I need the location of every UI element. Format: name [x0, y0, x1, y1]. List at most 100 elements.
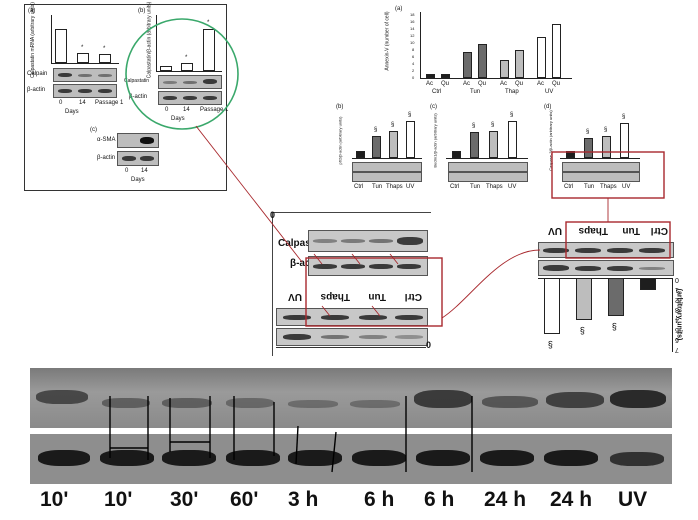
marker-c-bar-2	[489, 131, 498, 158]
blot-band	[482, 396, 538, 408]
annexin-ytick-1: 2	[412, 68, 415, 73]
blot-band	[369, 264, 393, 269]
blot-band	[140, 156, 154, 161]
panel-b-yaxis	[156, 15, 157, 71]
zoom-center-blot-bactin	[308, 256, 428, 276]
blot-band	[639, 267, 665, 270]
red-box-zoom-right	[565, 221, 671, 259]
zoom-right-bar-tun	[608, 278, 624, 316]
marker-c-xtick-0: Ctrl	[450, 184, 460, 190]
blot-band	[607, 266, 633, 271]
marker-b-mark-1: §	[374, 127, 378, 133]
blot-band	[395, 315, 423, 320]
zoom-right-blot-2	[538, 260, 674, 276]
annexin-ytick-4: 8	[412, 47, 415, 52]
marker-d-label: (d)	[544, 104, 552, 110]
blot-band	[163, 96, 177, 100]
marker-c-mark-2: §	[491, 122, 495, 128]
blot-band	[575, 266, 601, 271]
marker-b-label: (b)	[336, 104, 344, 110]
marker-c-blot-2	[448, 172, 528, 182]
row-label-calpastatin: Calpastatin	[124, 78, 150, 84]
annexin-ytick-5: 10	[410, 40, 415, 45]
panel-b-bar-2	[203, 29, 215, 71]
blot-band	[162, 450, 216, 466]
green-highlight-circle	[125, 18, 239, 130]
panel-annexin: (a) Annexin-V (number of cell) 0 2 4 6 8…	[380, 4, 580, 96]
time-label-3: 60'	[230, 488, 259, 511]
panel-b-xtick-2: Passage 1	[200, 107, 229, 113]
blot-band	[226, 450, 280, 466]
row-label-bactin: β-actin	[27, 87, 46, 93]
zoom-right-yaxis	[672, 278, 673, 352]
zoom-center-bottom-tick: 0	[426, 340, 432, 350]
blot-band	[288, 450, 342, 466]
annexin-ytick-3: 6	[412, 54, 415, 59]
row-label-calpain: Calpain	[27, 71, 48, 77]
marker-b-mark-3: §	[408, 112, 412, 118]
blot-band	[359, 315, 387, 320]
time-label-1: 10'	[104, 488, 133, 511]
blot-band	[38, 450, 90, 466]
zoom-right: Ctrl Tun Thaps UV § § § 0 1 2 3 4 5 6 7 …	[538, 216, 688, 361]
annexin-barlabel-0: Ac	[426, 81, 434, 87]
time-label-4: 3 h	[288, 488, 319, 511]
annexin-group-uv: UV	[545, 89, 554, 95]
blot-band	[183, 81, 197, 84]
blot-band	[610, 452, 664, 466]
annexin-ytick-7: 14	[410, 26, 415, 31]
annexin-barlabel-4: Ac	[500, 81, 508, 87]
lane-line	[331, 431, 337, 473]
blot-band	[288, 400, 338, 408]
zoom-right-bar-uv	[544, 278, 560, 334]
marker-d-xtick-2: Thaps	[600, 184, 617, 190]
blot-band	[639, 248, 665, 253]
row-label-bactin-b: β-actin	[129, 94, 148, 100]
blot-band	[78, 74, 92, 77]
marker-d-mark-1: §	[586, 129, 590, 135]
blot-band	[544, 450, 598, 466]
annexin-bar-thap-ac	[500, 60, 509, 78]
blot-band	[397, 264, 421, 269]
marker-c-mark-3: §	[510, 112, 514, 118]
zoom-center-blot-lower1	[276, 308, 428, 326]
panel-b-blot-calpastatin	[158, 75, 222, 89]
marker-c-label: (c)	[430, 104, 437, 110]
blot-band	[416, 450, 470, 466]
annexin-bar-thap-qu	[515, 50, 524, 78]
annexin-bar-uv-qu	[552, 24, 561, 78]
marker-c-blot-1	[448, 162, 528, 172]
marker-d-bar-2	[602, 136, 611, 158]
panel-c-xdays: Days	[131, 177, 145, 183]
blot-band	[162, 398, 212, 408]
panel-c-blot-bactin	[117, 151, 159, 166]
marker-d-mark-3: §	[622, 114, 626, 120]
blot-band	[283, 315, 311, 320]
time-label-2: 30'	[170, 488, 199, 511]
blot-band	[543, 265, 569, 271]
blot-band	[397, 237, 423, 245]
panel-b-blot-bactin	[158, 91, 222, 105]
arrow-zoom-right-to-center	[441, 249, 541, 319]
blot-band	[313, 264, 337, 269]
annexin-barlabel-6: Ac	[537, 81, 545, 87]
zoom-center-row1: Calpastatin	[278, 238, 332, 249]
time-label-5: 6 h	[364, 488, 395, 511]
marker-c-bar-3	[508, 121, 517, 158]
panel-b-xdays: Days	[171, 116, 185, 122]
annexin-ytick-6: 12	[410, 33, 415, 38]
marker-b-mark-2: §	[391, 122, 395, 128]
marker-c-mark-1: §	[472, 123, 476, 129]
panel-a-xaxis	[51, 63, 119, 64]
panel-b-xtick-1: 14	[183, 107, 190, 113]
marker-d-xaxis	[560, 158, 640, 159]
annexin-barlabel-5: Qu	[515, 81, 524, 87]
marker-d-blot-2	[562, 172, 640, 182]
annexin-ytick-8: 16	[410, 19, 415, 24]
blot-band	[610, 390, 666, 408]
panel-b-bar-0	[160, 66, 172, 71]
blot-band	[543, 248, 569, 253]
marker-b-blot-2	[352, 172, 422, 182]
blot-band	[369, 239, 393, 243]
blot-band	[350, 400, 400, 408]
